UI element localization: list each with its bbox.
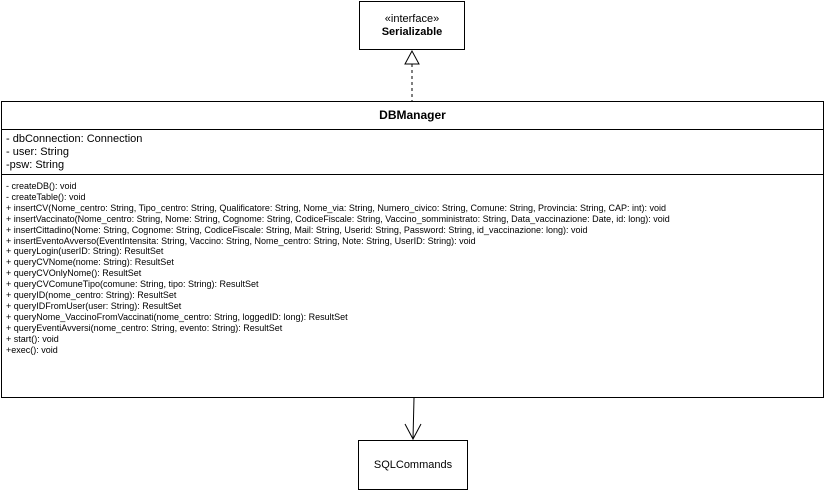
operation: + insertVaccinato(Nome_centro: String, N… <box>6 213 670 224</box>
interface-stereotype: «interface» <box>384 13 440 25</box>
operation: + queryNome_VaccinoFromVaccinati(nome_ce… <box>6 311 348 322</box>
class-sqlcommands[interactable]: SQLCommands <box>358 440 468 490</box>
attribute: - user: String <box>6 146 69 158</box>
attribute: - dbConnection: Connection <box>6 133 143 145</box>
attributes-compartment: - dbConnection: Connection - user: Strin… <box>2 130 823 175</box>
operation: + queryCVNome(nome: String): ResultSet <box>6 257 174 268</box>
operation: + queryIDFromUser(user: String): ResultS… <box>6 300 182 311</box>
interface-serializable[interactable]: «interface» Serializable <box>359 1 465 50</box>
operation: + insertCittadino(Nome: String, Cognome:… <box>6 224 588 235</box>
operations-compartment: - createDB(): void - createTable(): void… <box>2 175 823 356</box>
operation: - createTable(): void <box>6 191 86 202</box>
class-dbmanager[interactable]: DBManager - dbConnection: Connection - u… <box>1 101 824 398</box>
operation: + start(): void <box>6 333 59 344</box>
realization-arrow <box>404 49 420 101</box>
operation: + queryEventiAvversi(nome_centro: String… <box>6 322 283 333</box>
interface-name: Serializable <box>381 26 443 38</box>
operation: + insertCV(Nome_centro: String, Tipo_cen… <box>6 202 667 213</box>
operation: + queryLogin(userID: String): ResultSet <box>6 246 164 257</box>
operation: + queryID(nome_centro: String): ResultSe… <box>6 290 177 301</box>
operation: +exec(): void <box>6 344 58 355</box>
association-arrow <box>404 397 422 441</box>
operation: + queryCVComuneTipo(comune: String, tipo… <box>6 279 259 290</box>
operation: + insertEventoAvverso(EventIntensita: St… <box>6 235 476 246</box>
operation: + queryCVOnlyNome(): ResultSet <box>6 268 142 279</box>
class-name: DBManager <box>2 102 823 130</box>
sqlcommands-name: SQLCommands <box>373 459 453 471</box>
attribute: -psw: String <box>6 159 65 171</box>
operation: - createDB(): void <box>6 181 77 191</box>
